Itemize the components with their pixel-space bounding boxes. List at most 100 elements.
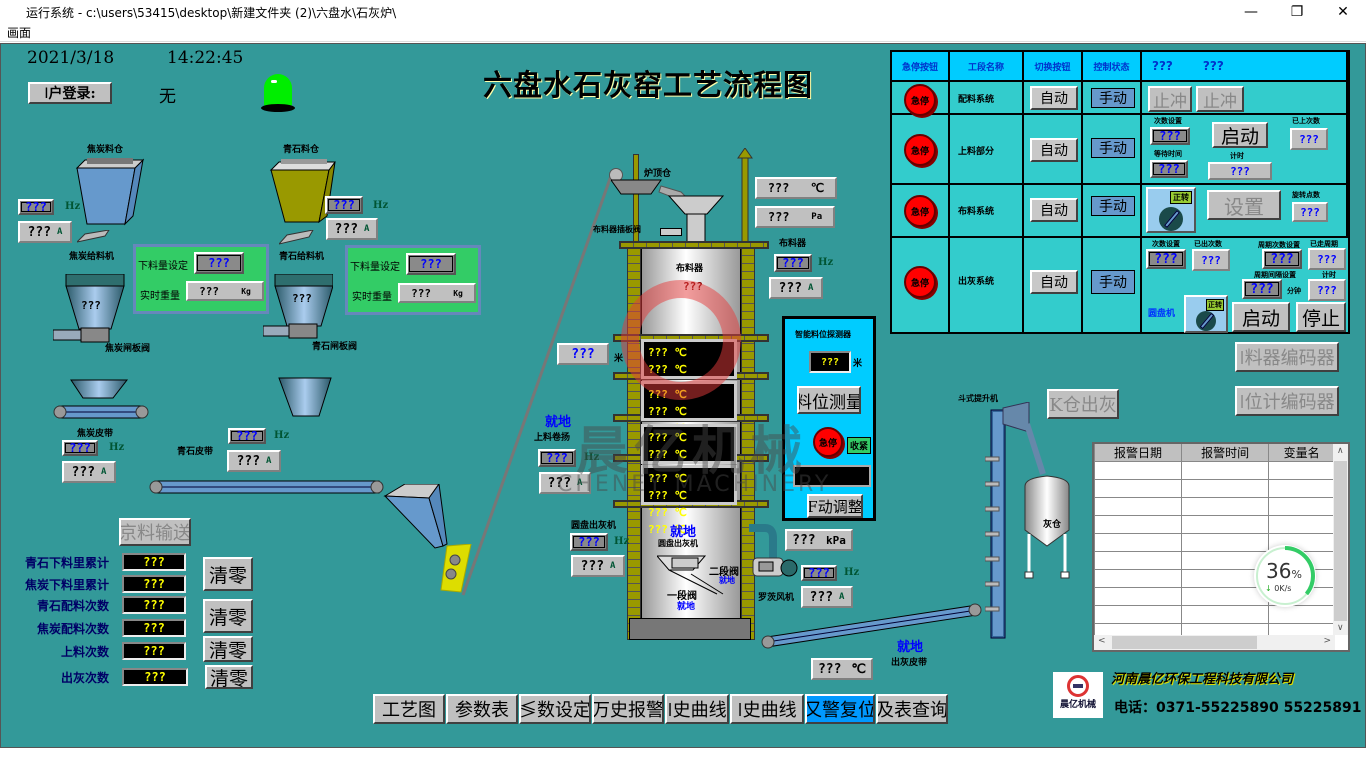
stone-belt-icon[interactable] <box>149 479 385 495</box>
stone-feeder-hz: ??? <box>325 196 363 214</box>
minimize-button[interactable]: — <box>1244 4 1258 20</box>
alarm-row[interactable] <box>1093 497 1335 516</box>
counter-label-coke-total: 焦炭下料里累计 <box>24 578 109 592</box>
distribution-set-button[interactable]: 设置 <box>1207 190 1281 220</box>
tab-realtime-curve[interactable]: ǀ史曲线 <box>665 694 729 724</box>
close-button[interactable]: ✕ <box>1337 4 1349 20</box>
coke-belt-icon[interactable] <box>53 404 149 420</box>
alarm-row[interactable] <box>1093 515 1335 534</box>
discharge-start-button[interactable]: 启动 <box>1232 302 1290 332</box>
company-logo: 晨亿机械 <box>1053 672 1103 718</box>
clear-button-total[interactable]: 清零 <box>203 557 253 591</box>
estop-button-distribution[interactable]: 急停 <box>904 195 936 227</box>
auto-button-batching[interactable]: 自动 <box>1030 86 1078 110</box>
tab-history-curve[interactable]: ǀ史曲线 <box>730 694 804 724</box>
rotation-points-value: ??? <box>1292 202 1328 222</box>
loading-set-count-input[interactable]: ??? <box>1150 127 1190 145</box>
tab-history-alarms[interactable]: 万史报警 <box>592 694 664 724</box>
wait-time-input[interactable]: ??? <box>1150 160 1188 178</box>
clear-button-batch[interactable]: 清零 <box>203 599 253 633</box>
hoist-hz-unit: Hz <box>584 452 600 463</box>
clear-button-loading[interactable]: 清零 <box>203 636 253 662</box>
rotation-direction-label: 正转 <box>1170 191 1192 204</box>
manual-status-batching[interactable]: 手动 <box>1091 88 1135 108</box>
alarm-row[interactable] <box>1093 605 1335 624</box>
stop-flush-button-1[interactable]: 止冲 <box>1148 86 1192 112</box>
distributor-rotation-switch[interactable]: 正转 <box>1146 187 1196 233</box>
level-unit-left: 米 <box>614 354 624 364</box>
distributor-encoder-button[interactable]: ǀ料器编码器 <box>1235 342 1339 372</box>
distributor-valve-label: 布料器插板阀 <box>593 225 641 234</box>
loading-start-button[interactable]: 启动 <box>1212 122 1268 148</box>
network-speed: ↓ 0K/s <box>1265 584 1292 593</box>
login-button[interactable]: ǀ户登录: <box>28 82 112 104</box>
alarm-cell <box>1093 497 1183 516</box>
level-encoder-button[interactable]: ǀ位计编码器 <box>1235 386 1339 416</box>
level-gauge-panel: 智能料位探测器 ??? 米 料位测量 急停 收紧 F动调整 <box>782 316 876 521</box>
tab-alarm-reset[interactable]: 又警复位 <box>805 694 875 724</box>
estop-button-batching[interactable]: 急停 <box>904 84 936 116</box>
disc-feeder-switch[interactable]: 正转 <box>1184 295 1228 333</box>
stone-feeder-hz-unit: Hz <box>373 200 389 211</box>
discharger-mode-inside: 就地 <box>670 525 697 540</box>
network-widget[interactable]: 36% ↓ 0K/s <box>1254 545 1316 607</box>
alarm-cell <box>1093 515 1183 534</box>
interval-set-input[interactable]: ??? <box>1242 279 1282 299</box>
coke-set-input[interactable]: ??? <box>194 252 244 274</box>
manual-status-distribution[interactable]: 手动 <box>1091 196 1135 216</box>
alarm-col-variable[interactable]: 变量名 <box>1268 444 1335 462</box>
auto-button-discharge[interactable]: 自动 <box>1030 270 1078 294</box>
retract-button[interactable]: 收紧 <box>847 437 872 454</box>
ash-silo-out-button[interactable]: K仓出灰 <box>1047 389 1119 419</box>
stop-flush-button-2[interactable]: 止冲 <box>1196 86 1244 112</box>
scroll-down-icon[interactable]: ∨ <box>1337 623 1344 633</box>
tab-report-query[interactable]: 及表查询 <box>876 694 948 724</box>
tab-parameter-table[interactable]: 参数表 <box>446 694 518 724</box>
stone-set-label: 下料量设定 <box>350 262 400 273</box>
convey-material-button[interactable]: 京料输送 <box>119 518 191 546</box>
manual-adjust-button[interactable]: F动调整 <box>807 494 863 518</box>
tab-parameter-settings[interactable]: ≶数设定 <box>519 694 591 724</box>
counter-value-stone-total: ??? <box>122 553 186 571</box>
stone-set-input[interactable]: ??? <box>406 253 456 275</box>
manual-status-discharge[interactable]: 手动 <box>1091 270 1135 294</box>
cycle-count-set-input[interactable]: ??? <box>1262 249 1302 269</box>
temp-1-1: ??? ℃ <box>648 346 687 359</box>
estop-button-discharge[interactable]: 急停 <box>904 266 936 298</box>
alarm-row[interactable] <box>1093 461 1335 480</box>
alarm-col-time[interactable]: 报警时间 <box>1181 444 1270 462</box>
section-name-distribution: 布料系统 <box>958 207 995 217</box>
manual-status-loading[interactable]: 手动 <box>1091 138 1135 158</box>
auto-button-distribution[interactable]: 自动 <box>1030 198 1078 222</box>
window-title: 运行系统 - c:\users\53415\desktop\新建文件夹 (2)\… <box>26 5 397 20</box>
ash-belt-icon[interactable] <box>759 599 987 649</box>
alarm-row[interactable] <box>1093 479 1335 498</box>
estop-button-loading[interactable]: 急停 <box>904 134 936 166</box>
loading-timer-value: ??? <box>1208 162 1272 180</box>
temp-4-4: ??? ℃ <box>648 523 687 536</box>
logo-text: 晨亿机械 <box>1059 700 1096 710</box>
restore-button[interactable]: ❐ <box>1290 4 1304 20</box>
counter-value-coke-total: ??? <box>122 575 186 593</box>
alarm-horizontal-scrollbar[interactable]: < > <box>1094 635 1335 650</box>
discharge-stop-button[interactable]: 停止 <box>1296 302 1346 332</box>
window-titlebar: 运行系统 - c:\users\53415\desktop\新建文件夹 (2)\… <box>0 0 1366 24</box>
alarm-cell <box>1268 497 1335 516</box>
level-gauge-value: ??? <box>809 351 851 373</box>
menu-item-screen[interactable]: 画面 <box>7 26 32 40</box>
coke-bin-icon <box>75 158 145 226</box>
scroll-left-icon[interactable]: < <box>1098 636 1106 646</box>
level-estop-button[interactable]: 急停 <box>813 427 843 457</box>
scroll-up-icon[interactable]: ∧ <box>1337 446 1344 456</box>
alarm-col-date[interactable]: 报警日期 <box>1093 444 1183 462</box>
level-measure-button[interactable]: 料位测量 <box>797 386 861 414</box>
discharge-set-count-input[interactable]: ??? <box>1146 249 1186 269</box>
coke-set-label: 下料量设定 <box>138 261 188 272</box>
auto-button-loading[interactable]: 自动 <box>1030 138 1078 162</box>
scroll-right-icon[interactable]: > <box>1323 636 1331 646</box>
tab-process-diagram[interactable]: 工艺图 <box>373 694 445 724</box>
counter-value-coke-batch: ??? <box>122 619 186 637</box>
top-temp-value: ???℃ <box>755 177 837 199</box>
alarm-vertical-scrollbar[interactable]: ∧ ∨ <box>1333 444 1348 635</box>
clear-button-discharge[interactable]: 清零 <box>205 665 253 689</box>
